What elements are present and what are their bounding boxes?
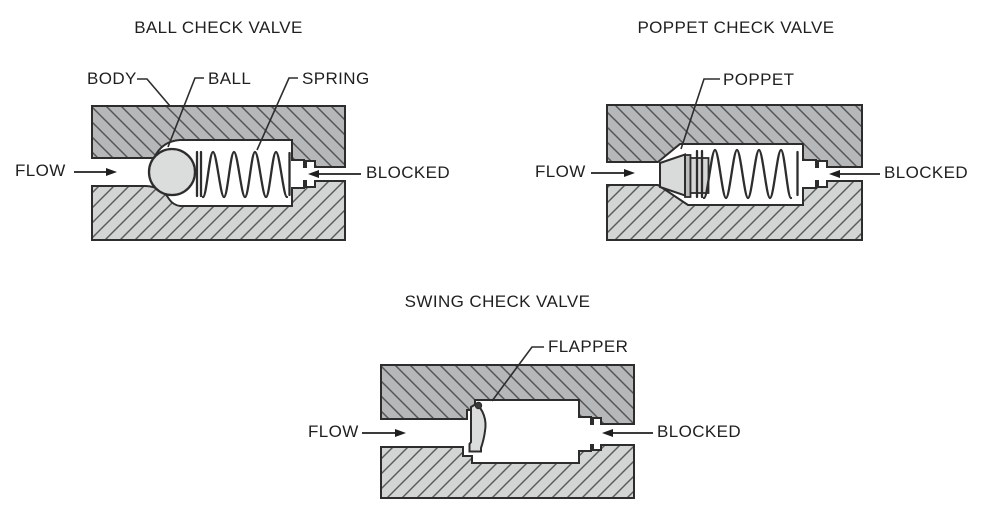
poppet-cone [659,153,686,197]
body-label: BODY [87,69,137,88]
ball-blocked-arrow [308,170,361,178]
swing-flow-label: FLOW [308,422,359,441]
poppet-blocked-label: BLOCKED [884,163,969,182]
poppet-blocked-arrow [829,170,880,178]
poppet-spring [695,148,799,200]
ball [147,147,197,197]
ball-leader-line [167,77,204,148]
swing-valve-top-block [380,364,635,425]
flapper-label: FLAPPER [548,337,629,356]
ball-flow-label: FLOW [15,161,66,180]
ball-valve-top-block [91,105,346,168]
swing-blocked-arrow [602,429,653,437]
ball-valve-bottom-block [91,180,346,241]
poppet-valve-title: POPPET CHECK VALVE [637,18,835,37]
flapper [468,402,487,453]
swing-valve-bottom-block [380,444,635,499]
swing-valve-diagram [362,346,653,499]
poppet-label: POPPET [723,70,795,89]
flapper-hinge-pin [474,401,483,410]
ball-flow-arrow [74,168,117,176]
poppet-leader-line [680,78,720,150]
poppet-valve-diagram [591,78,880,241]
body-leader-line [137,78,171,107]
swing-flow-arrow [362,429,406,437]
ball-blocked-label: BLOCKED [366,163,451,182]
ball-spring [195,150,291,199]
ball-valve-title: BALL CHECK VALVE [134,18,303,37]
spring-label: SPRING [302,69,370,88]
poppet-valve-bottom-block [606,180,863,241]
swing-valve-title: SWING CHECK VALVE [404,292,591,311]
poppet-flow-label: FLOW [535,162,586,181]
ball-valve-diagram [74,77,361,241]
poppet-valve-top-block [606,104,863,168]
flapper-leader-line [491,346,544,402]
spring-leader-line [256,77,298,151]
poppet-flow-arrow [591,169,635,177]
swing-blocked-label: BLOCKED [657,422,742,441]
poppet-retainer [689,157,710,194]
ball-label: BALL [208,69,252,88]
